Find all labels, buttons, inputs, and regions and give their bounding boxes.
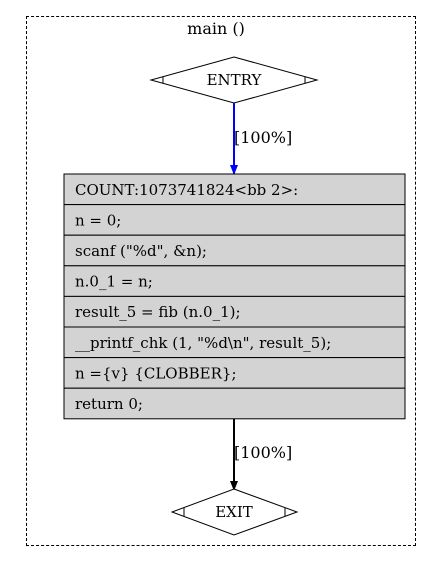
- bb-row-box: [63, 326, 406, 359]
- bb-row-box: [63, 204, 406, 236]
- entry-label: ENTRY: [207, 71, 263, 89]
- bb-row-text: n ={v} {CLOBBER};: [75, 364, 237, 382]
- bb-row-box: [63, 265, 406, 297]
- edge-label-exit: [100%]: [234, 443, 292, 462]
- function-cluster: [26, 16, 416, 546]
- bb-row-text: __printf_chk (1, "%d\n", result_5);: [75, 334, 331, 352]
- bb-row-box: [63, 173, 406, 206]
- bb-row-text: scanf ("%d", &n);: [75, 242, 207, 260]
- exit-node: EXIT: [170, 488, 299, 536]
- exit-label: EXIT: [215, 503, 253, 521]
- entry-node: ENTRY: [149, 56, 319, 104]
- bb-row-text: return 0;: [75, 395, 143, 413]
- bb-row-text: COUNT:1073741824<bb 2>:: [75, 181, 298, 199]
- bb-row-text: result_5 = fib (n.0_1);: [75, 303, 241, 321]
- edge-label-entry: [100%]: [234, 128, 292, 147]
- bb-row-text: n = 0;: [75, 211, 121, 229]
- bb-row-text: n.0_1 = n;: [75, 273, 153, 291]
- edge-bb2-to-exit: [100%]: [230, 419, 292, 491]
- edge-entry-to-bb2: [100%]: [230, 103, 292, 175]
- bb-row-box: [63, 387, 406, 420]
- basic-block-bb2: COUNT:1073741824<bb 2>: n = 0; scanf ("%d"…: [63, 173, 406, 420]
